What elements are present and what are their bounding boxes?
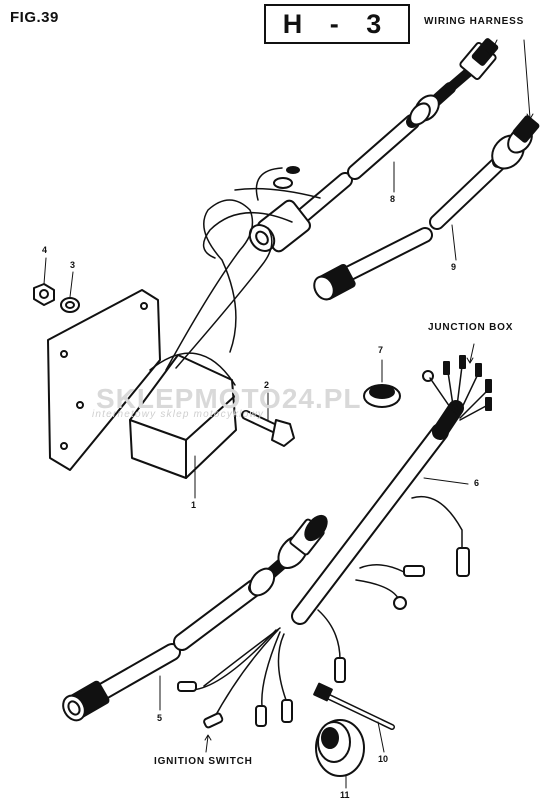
caption-junction-box: JUNCTION BOX — [428, 322, 514, 333]
figure-code: H - 3 — [264, 4, 410, 44]
callout-2: 2 — [264, 380, 270, 390]
grommet-cap — [315, 719, 365, 777]
callout-9: 9 — [451, 262, 457, 272]
callout-11: 11 — [340, 790, 350, 800]
callout-6: 6 — [474, 478, 480, 488]
callout-7: 7 — [378, 345, 384, 355]
junction-box-unit — [47, 199, 273, 479]
watermark-brand: SKLEPMOTO24.PL — [96, 383, 362, 414]
grommet — [363, 384, 401, 408]
main-wiring-harness — [62, 514, 346, 729]
junction-wiring-lead — [291, 355, 492, 625]
nut — [33, 283, 55, 306]
figure-label: FIG.39 — [10, 9, 59, 26]
callout-5: 5 — [157, 713, 163, 723]
watermark-tagline: internetowy sklep motocyklowy — [92, 409, 265, 420]
cable-tie — [313, 682, 395, 730]
caption-wiring-harness: WIRING HARNESS — [424, 16, 525, 27]
leader-lines — [43, 39, 534, 789]
wiring-harness-lower — [313, 115, 540, 301]
bolt — [241, 410, 295, 447]
callout-4: 4 — [42, 245, 48, 255]
callout-3: 3 — [70, 260, 76, 270]
callout-8: 8 — [390, 194, 396, 204]
wiring-harness-upper — [202, 38, 499, 259]
callout-1: 1 — [191, 500, 197, 510]
washer — [60, 297, 80, 313]
callout-10: 10 — [378, 754, 389, 764]
caption-ignition-switch: IGNITION SWITCH — [154, 756, 253, 767]
